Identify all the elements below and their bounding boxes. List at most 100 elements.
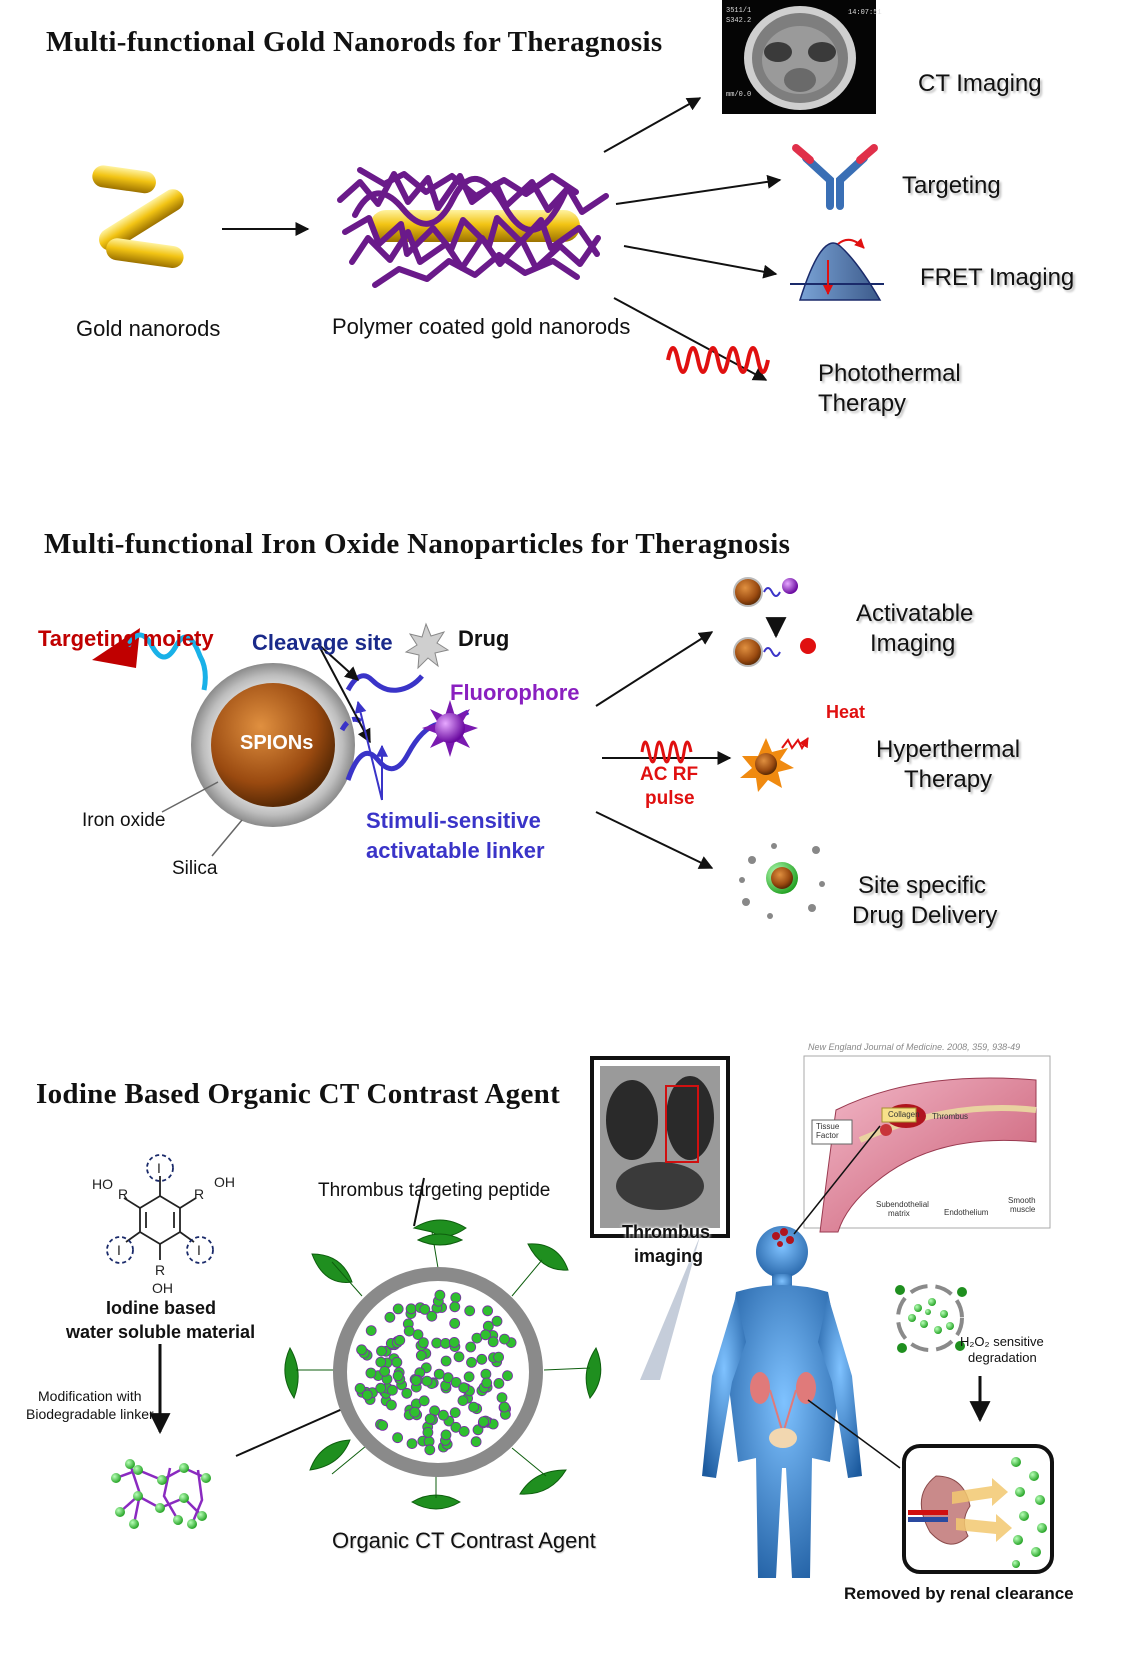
cleavage-arrow-2 [317, 643, 371, 744]
degradation-icon [895, 1284, 967, 1353]
polymer-coated-label: Polymer coated gold nanorods [332, 314, 631, 339]
iodine-particle-dot [403, 1325, 415, 1337]
iodine-particle-dot [493, 1378, 505, 1389]
iodine-label-line1: Iodine based [106, 1298, 217, 1318]
iodine-particle-dot [449, 1407, 461, 1418]
thrombus-ct-image [590, 1056, 730, 1238]
iodine-particle-dot [491, 1315, 503, 1327]
iodine-particle-dot [458, 1426, 470, 1437]
iodine-particle-dot [424, 1444, 436, 1456]
gold-nanorods-icon [92, 165, 184, 269]
gold-nanorods-label: Gold nanorods [76, 316, 221, 341]
citation-label: New England Journal of Medicine. 2008, 3… [808, 1042, 1021, 1052]
iodine-particle-dot [424, 1413, 436, 1425]
peptide-label: Thrombus targeting peptide [318, 1180, 551, 1201]
iodine-particle-dot [375, 1356, 387, 1368]
polymer-network-icon [111, 1459, 211, 1529]
pointer-peptide [413, 1177, 425, 1227]
activatable-label-line2: Imaging [870, 630, 956, 657]
arrow-to-photothermal [613, 297, 768, 381]
iodine-particle-dot [356, 1344, 368, 1356]
inset-collagen: Collagen [888, 1110, 920, 1119]
iodine-particle-dot [354, 1383, 366, 1394]
chem-i-top: I [157, 1160, 161, 1176]
thrombus-imaging-label-line1: Thrombus [622, 1222, 710, 1242]
chem-i-right: I [197, 1242, 201, 1258]
inset-subendo-line2: matrix [888, 1209, 910, 1218]
iodine-particle-dot [499, 1333, 510, 1345]
site-specific-delivery-icon [739, 843, 825, 919]
iodine-particle-dot [482, 1305, 494, 1317]
iodine-particle-dot [365, 1367, 377, 1379]
silica-label: Silica [172, 858, 218, 879]
iodine-particle-dot [386, 1384, 398, 1396]
human-body-icon [702, 1226, 862, 1578]
iodine-particle-dot [379, 1365, 391, 1377]
iodine-particle-dot [377, 1420, 389, 1431]
iodine-particle-dot [502, 1370, 513, 1382]
iodine-particle-dot [440, 1429, 452, 1441]
linker-label-line2: activatable linker [366, 838, 545, 863]
iodine-particle-dot [409, 1406, 421, 1418]
heat-label: Heat [826, 702, 866, 722]
photothermal-label-line1: Photothermal [818, 360, 961, 387]
iodine-particle-dot [493, 1351, 505, 1363]
activatable-label-line1: Activatable [856, 600, 974, 627]
iodine-particle-dot [440, 1355, 452, 1367]
iodine-particle-dot [405, 1303, 417, 1315]
iodine-particle-dot [498, 1401, 510, 1413]
iodine-particle-dot [391, 1356, 403, 1368]
ac-rf-label: AC RF [640, 764, 699, 785]
iodine-section-title: Iodine Based Organic CT Contrast Agent [36, 1078, 561, 1110]
pulse-label: pulse [645, 788, 695, 809]
photothermal-label-line2: Therapy [818, 390, 907, 417]
cleavage-arrow-1 [317, 643, 360, 681]
iodine-particle-dot [376, 1345, 387, 1357]
iodine-particle-dot [365, 1325, 377, 1336]
iodine-particle-dot [468, 1401, 480, 1413]
iodine-particle-dot [392, 1303, 404, 1315]
hyperthermal-icon [740, 737, 809, 792]
iodine-particle-dot [419, 1304, 431, 1315]
iodine-particle-dot [450, 1377, 462, 1388]
antibody-icon [792, 144, 878, 210]
red-wave-icon [666, 346, 770, 374]
iodine-particle-dot [406, 1438, 418, 1449]
linker-label-line1: Stimuli-sensitive [366, 808, 541, 833]
spions-label: SPIONs [240, 732, 314, 754]
targeting-moiety-icon [92, 628, 208, 691]
iodine-particle-dot [392, 1370, 404, 1382]
drug-icon [404, 622, 450, 670]
hyperthermal-label-line1: Hyperthermal [876, 736, 1021, 763]
chem-i-left: I [117, 1242, 121, 1258]
iodine-particle-dot [422, 1427, 434, 1438]
polymer-coated-rod-icon [337, 167, 609, 288]
iodine-particle-dot [465, 1341, 477, 1353]
iodine-particle-dot [384, 1311, 396, 1323]
rf-wave-icon [640, 740, 693, 764]
inset-smooth-line2: muscle [1010, 1205, 1036, 1214]
iodine-particle-dot [401, 1387, 413, 1399]
agent-label: Organic CT Contrast Agent [332, 1528, 596, 1553]
inset-endothelium: Endothelium [944, 1208, 989, 1217]
inset-thrombus: Thrombus [932, 1112, 969, 1121]
iodine-particle-dot [433, 1368, 445, 1380]
drug-label: Drug [458, 626, 510, 651]
iodine-particle-dot [437, 1409, 449, 1421]
fluorophore-label: Fluorophore [450, 680, 580, 705]
site-specific-label-line2: Drug Delivery [852, 902, 998, 929]
chem-r-bottom: R [155, 1262, 166, 1278]
iodine-particle-dot [476, 1353, 488, 1365]
ct-imaging-label: CT Imaging [918, 70, 1042, 97]
linker-arrow-2 [354, 700, 383, 801]
modification-label-line1: Modification with [38, 1388, 142, 1404]
organic-ct-agent-icon [284, 1219, 602, 1510]
svg-text:3511/1: 3511/1 [726, 7, 751, 15]
h2o2-label-line1: H₂O₂ sensitive [960, 1334, 1044, 1349]
fret-spectrum-icon [790, 238, 884, 301]
arrow-to-site-specific [595, 811, 714, 869]
svg-text:mm/0.0: mm/0.0 [726, 91, 751, 99]
chem-r-left: R [118, 1186, 129, 1202]
iodine-particle-dot [457, 1395, 469, 1406]
